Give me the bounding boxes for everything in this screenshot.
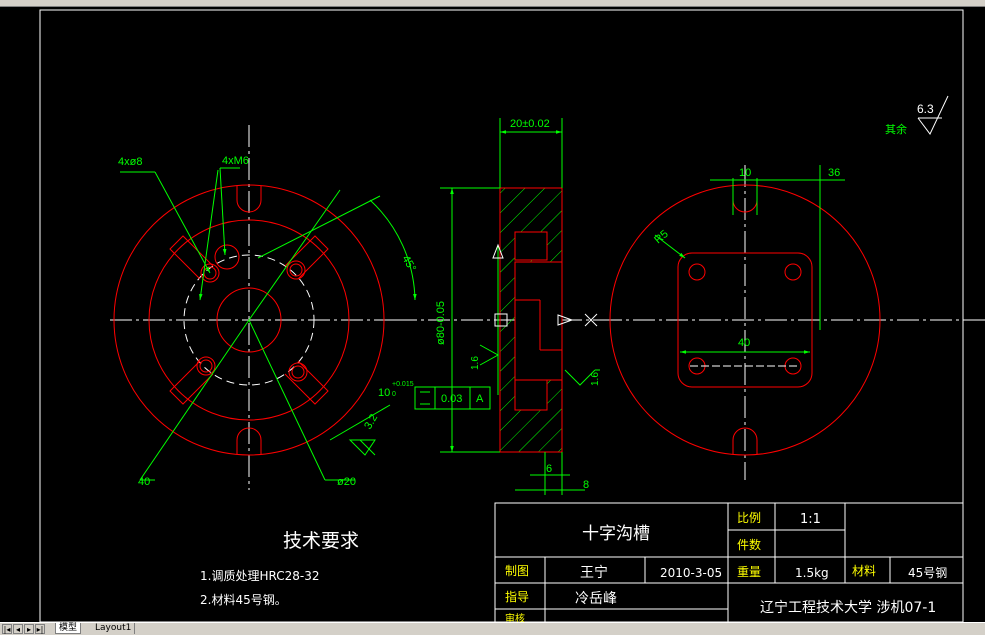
dim-top-10: 10 bbox=[739, 167, 751, 179]
dim-dia-20: ø20 bbox=[337, 476, 356, 488]
material: 45号钢 bbox=[908, 566, 947, 580]
date: 2010-3-05 bbox=[660, 566, 722, 580]
dim-rough-16-right: 1.6 bbox=[590, 372, 601, 386]
draw-label: 制图 bbox=[505, 564, 529, 578]
tab-model[interactable]: 模型 bbox=[55, 623, 82, 634]
guide-label: 指导 bbox=[505, 589, 529, 604]
scale-label: 比例 bbox=[737, 511, 761, 525]
next-tab-button[interactable]: ▸ bbox=[24, 624, 34, 634]
dim-top-40: 40 bbox=[738, 337, 750, 349]
dim-side-dia: ø80-0.05 bbox=[435, 301, 447, 345]
ftol-datum: A bbox=[476, 393, 484, 405]
dim-hole-front: 4xø8 bbox=[118, 156, 142, 168]
check-label: 审核 bbox=[505, 612, 525, 622]
dim-top-36: 36 bbox=[828, 167, 840, 179]
layout-tab-bar: |◂ ◂ ▸ ▸| 模型 Layout1 bbox=[0, 622, 985, 635]
tech-item-1: 1.调质处理HRC28-32 bbox=[200, 569, 319, 583]
front-view: 4xø8 4xM6 45° 40 ø20 3.2 10 +0.015 0 0.0… bbox=[110, 125, 491, 490]
inner-frame bbox=[39, 9, 964, 622]
tab-layout1[interactable]: Layout1 bbox=[92, 623, 136, 634]
scale-value: 1:1 bbox=[800, 512, 821, 527]
window-top-edge bbox=[0, 0, 985, 7]
dim-tol-top: +0.015 bbox=[392, 381, 414, 388]
rough-rest-value: 6.3 bbox=[917, 102, 934, 116]
part-name: 十字沟槽 bbox=[582, 524, 650, 544]
dim-fit-10: 10 bbox=[378, 387, 390, 399]
rough-rest-label: 其余 bbox=[885, 122, 907, 136]
prev-tab-button[interactable]: ◂ bbox=[13, 624, 23, 634]
dim-chamfer-32: 3.2 bbox=[362, 412, 380, 431]
tech-title: 技术要求 bbox=[283, 530, 359, 552]
dim-thread: 4xM6 bbox=[222, 155, 249, 167]
dim-step-8: 8 bbox=[583, 479, 589, 491]
tech-requirements: 技术要求 1.调质处理HRC28-32 2.材料45号钢。 bbox=[200, 530, 359, 607]
weight: 1.5kg bbox=[795, 566, 829, 580]
dim-side-width: 20±0.02 bbox=[510, 118, 550, 130]
title-block bbox=[494, 502, 964, 622]
side-view: 20±0.02 ø80-0.05 1.6 1.6 6 8 bbox=[395, 118, 601, 495]
dim-step-6: 6 bbox=[546, 463, 552, 475]
drawing-canvas[interactable]: 4xø8 4xM6 45° 40 ø20 3.2 10 +0.015 0 0.0… bbox=[0, 0, 985, 622]
dim-angle: 45° bbox=[399, 254, 418, 274]
right-view: 10 36 R5 40 其余 6.3 bbox=[600, 95, 985, 480]
first-tab-button[interactable]: |◂ bbox=[2, 624, 12, 634]
material-label: 材料 bbox=[852, 564, 876, 578]
dim-rough-16-left: 1.6 bbox=[470, 356, 481, 370]
drawer: 王宁 bbox=[580, 564, 608, 581]
qty-label: 件数 bbox=[737, 537, 761, 552]
dim-tol-bottom: 0 bbox=[392, 391, 396, 398]
guide: 冷岳峰 bbox=[575, 591, 617, 607]
last-tab-button[interactable]: ▸| bbox=[35, 624, 45, 634]
dim-r5: R5 bbox=[652, 228, 670, 246]
tech-item-2: 2.材料45号钢。 bbox=[200, 593, 287, 607]
school: 辽宁工程技术大学 涉机07-1 bbox=[760, 599, 936, 616]
weight-label: 重量 bbox=[737, 565, 761, 579]
dim-width-40: 40 bbox=[138, 476, 150, 488]
